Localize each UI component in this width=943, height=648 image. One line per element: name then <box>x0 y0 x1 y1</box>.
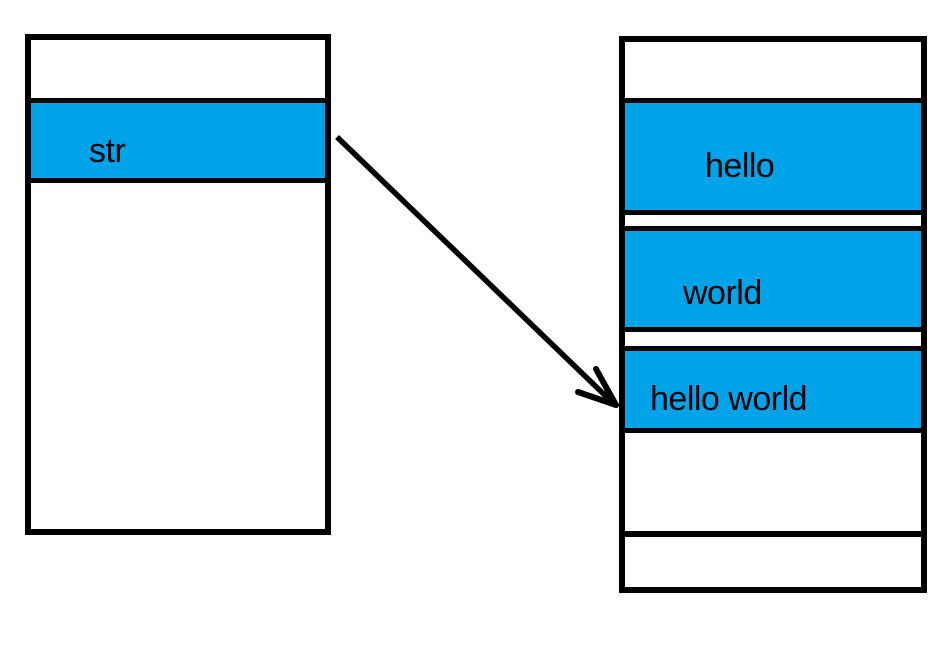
stack-cell-str: str <box>25 98 331 183</box>
heap-cell-divider <box>619 531 927 537</box>
heap-cell-hello-label: hello <box>705 147 775 185</box>
heap-cell-world: world <box>619 226 927 332</box>
heap-cell-world-label: world <box>683 274 762 312</box>
heap-cell-hello-world: hello world <box>619 346 927 433</box>
heap-cell-hello: hello <box>619 98 927 215</box>
stack-cell-str-label: str <box>89 131 126 170</box>
heap-cell-hello-world-label: hello world <box>650 380 808 418</box>
